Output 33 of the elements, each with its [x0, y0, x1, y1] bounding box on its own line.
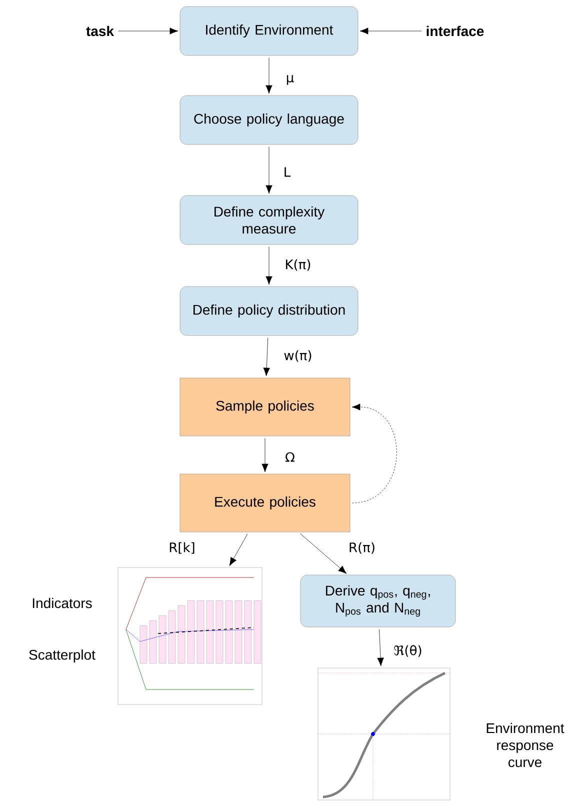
arrow	[229, 534, 248, 566]
edge-label: w(π)	[282, 349, 314, 363]
arrow	[266, 246, 272, 285]
process-box: Define complexity measure	[180, 195, 358, 245]
arrow	[266, 58, 272, 94]
process-box: Derive q$_{pos}$, q$_{neg}$, N$_{pos}$ and N$_{neg}$	[300, 574, 456, 628]
process-box: Choose policy language	[180, 95, 358, 145]
side-label: Scatterplot	[29, 649, 96, 663]
side-label: Environment response curve	[486, 722, 564, 768]
arrow	[263, 338, 270, 376]
edge-label: K(π)	[284, 258, 312, 272]
edge-label: L	[282, 166, 292, 178]
arrow	[377, 629, 384, 666]
arrow	[352, 404, 397, 504]
edge-label: Ω	[284, 451, 296, 463]
process-box: Define policy distribution	[180, 286, 358, 336]
edge-label: μ	[284, 74, 296, 86]
arrow	[266, 146, 272, 194]
arrow	[118, 28, 178, 34]
process-box: Sample policies	[180, 378, 350, 436]
edge-label: R[k]	[168, 541, 196, 555]
input-label: task	[86, 26, 114, 36]
edge-label: ℜ(θ)	[392, 644, 424, 658]
arrow	[300, 533, 347, 574]
edge-label: R(π)	[348, 541, 376, 555]
picture	[318, 668, 450, 800]
input-label: interface	[426, 26, 484, 36]
side-label: Indicators	[32, 598, 92, 608]
arrow	[262, 438, 268, 472]
arrow	[360, 28, 422, 34]
process-box: Identify Environment	[180, 6, 358, 56]
process-box: Execute policies	[180, 474, 350, 532]
picture	[118, 567, 262, 705]
